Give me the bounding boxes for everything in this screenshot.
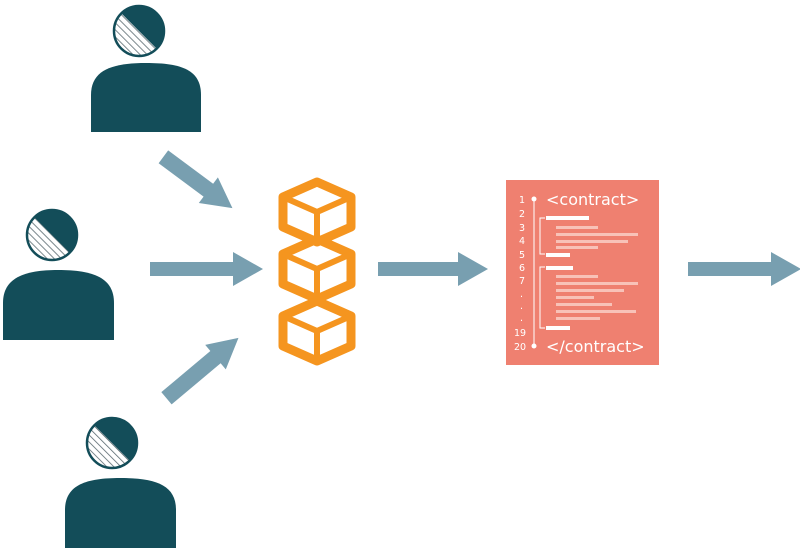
line-number: . bbox=[520, 289, 523, 300]
line-number: 19 bbox=[514, 328, 526, 339]
line-number: 5 bbox=[519, 250, 525, 261]
line-number: 1 bbox=[519, 195, 525, 206]
code-lines bbox=[546, 216, 638, 330]
person-body bbox=[3, 270, 114, 340]
line-number: 20 bbox=[514, 342, 526, 353]
person-icon-top bbox=[91, 4, 201, 132]
block-bottom bbox=[278, 296, 356, 366]
code-line bbox=[556, 226, 598, 229]
code-line-bold bbox=[546, 326, 570, 330]
arrow-right-icon-bottom bbox=[161, 337, 239, 405]
arrow-right-icon-to-contract bbox=[378, 252, 488, 286]
code-line-bold bbox=[546, 266, 573, 270]
person-body bbox=[65, 478, 176, 548]
line-number: 4 bbox=[519, 236, 525, 247]
person-icon-middle bbox=[3, 208, 114, 340]
smart-contract-document-icon: <contract> </contract> 1 2 3 4 5 6 7 . .… bbox=[506, 180, 659, 365]
code-line bbox=[556, 275, 598, 278]
line-number: . bbox=[520, 301, 523, 312]
head-hatch bbox=[113, 13, 157, 57]
code-line bbox=[556, 240, 628, 243]
line-number: 3 bbox=[519, 223, 525, 234]
code-line bbox=[556, 289, 624, 292]
code-line bbox=[556, 317, 600, 320]
block-top bbox=[278, 177, 356, 247]
arrow-right-icon-top bbox=[158, 150, 233, 209]
code-line bbox=[556, 310, 636, 313]
code-line bbox=[556, 303, 612, 306]
code-line bbox=[556, 233, 638, 236]
line-number: 6 bbox=[519, 263, 525, 274]
code-line bbox=[556, 296, 594, 299]
block-middle bbox=[278, 234, 356, 304]
arrow-right-icon-output bbox=[688, 252, 800, 286]
code-line-bold bbox=[546, 216, 589, 220]
line-number: 7 bbox=[519, 276, 525, 287]
line-number: . bbox=[520, 313, 523, 324]
code-line bbox=[556, 282, 638, 285]
person-icon-bottom bbox=[65, 416, 176, 548]
contract-close-tag: </contract> bbox=[546, 337, 645, 356]
line-number: 2 bbox=[519, 209, 525, 220]
contract-open-tag: <contract> bbox=[546, 190, 639, 209]
code-line bbox=[556, 246, 598, 249]
code-line-bold bbox=[546, 253, 570, 257]
arrow-right-icon-middle bbox=[150, 252, 263, 286]
contract-background bbox=[506, 180, 659, 365]
person-body bbox=[91, 63, 201, 132]
head-hatch bbox=[86, 425, 130, 469]
line-numbers: 1 2 3 4 5 6 7 . . . 19 20 bbox=[514, 195, 526, 353]
blockchain-icon bbox=[278, 177, 356, 366]
head-hatch bbox=[26, 217, 70, 261]
